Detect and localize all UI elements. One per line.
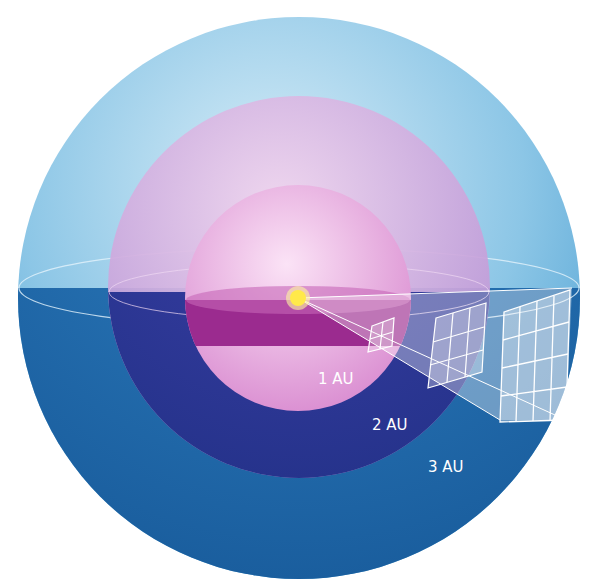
- distance-label: 2 AU: [372, 416, 408, 434]
- distance-label: 3 AU: [428, 458, 464, 476]
- distance-label: 1 AU: [318, 370, 354, 388]
